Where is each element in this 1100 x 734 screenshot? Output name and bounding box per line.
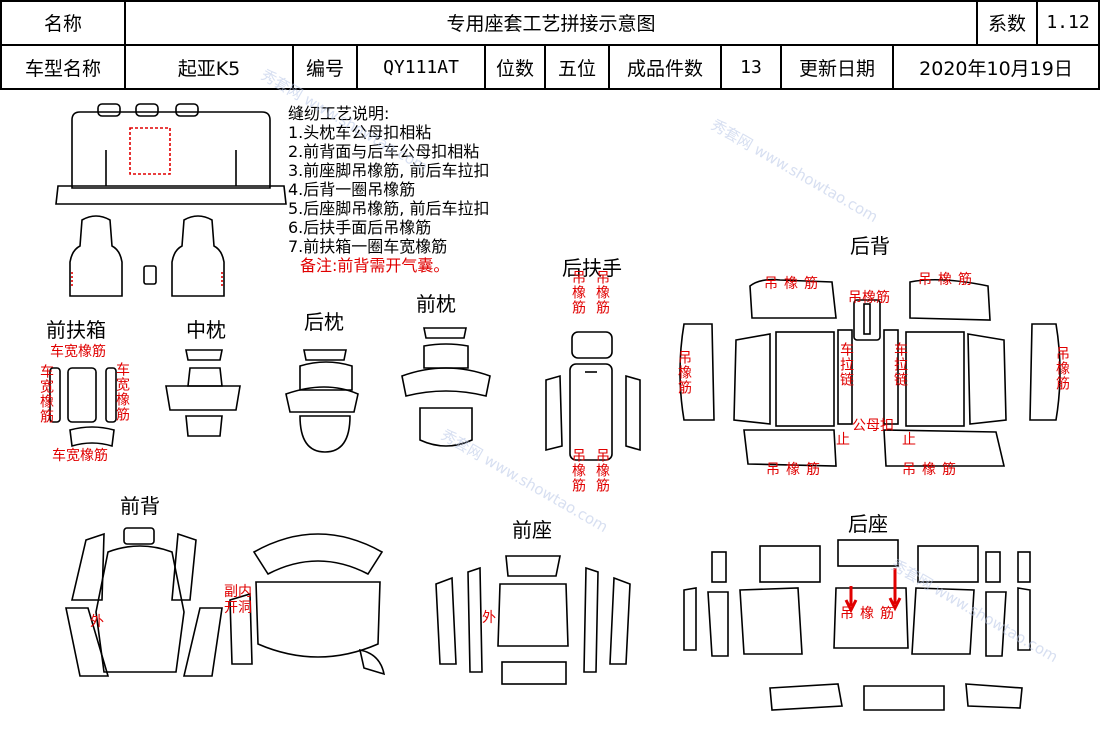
- annotation-stop: 止: [836, 432, 850, 448]
- annotation-hang-elastic: 吊橡筋: [918, 272, 978, 288]
- coef-value: 1.12: [1038, 0, 1100, 45]
- code-label: 编号: [294, 45, 358, 90]
- notes-remark: 备注:前背需开气囊。: [300, 256, 450, 275]
- label-rear-armrest: 后扶手: [562, 256, 622, 280]
- label-front-pillow: 前枕: [416, 292, 456, 316]
- front-seats-overview: [69, 215, 225, 297]
- mid-pillow-pieces: [165, 349, 241, 437]
- front-armbox-pieces: [49, 367, 117, 448]
- code-value: QY111AT: [358, 45, 486, 90]
- annotation-hang-elastic: 吊橡筋: [676, 350, 692, 395]
- annotation-hang-elastic: 吊橡筋: [1054, 346, 1070, 391]
- annotation-hang-elastic: 吊橡筋: [594, 270, 610, 315]
- annotation-hang-elastic: 吊橡筋: [570, 448, 586, 493]
- annotation-snap: 公母扣: [852, 418, 894, 434]
- annotation-wide-elastic: 车宽橡筋: [38, 364, 54, 424]
- name-label: 名称: [0, 0, 126, 45]
- label-rear-seat: 后座: [848, 512, 888, 536]
- sewing-notes: 缝纫工艺说明: 1.头枕车公母扣相粘 2.前背面与后车公母扣相粘 3.前座脚吊橡…: [288, 104, 489, 275]
- annotation-hang-elastic: 吊橡筋: [764, 276, 824, 292]
- label-rear-back: 后背: [850, 234, 890, 258]
- page-title: 专用座套工艺拼接示意图: [126, 0, 978, 45]
- rear-back-pieces: [679, 278, 1061, 467]
- front-pillow-pieces: [401, 327, 491, 447]
- label-mid-pillow: 中枕: [186, 318, 226, 342]
- note-item: 2.前背面与后车公母扣相粘: [288, 142, 480, 161]
- annotation-hang-elastic: 吊橡筋: [902, 462, 962, 478]
- note-item: 6.后扶手面后吊橡筋: [288, 218, 432, 237]
- rear-armrest-pieces: [545, 331, 641, 461]
- annotation-hang-elastic: 吊橡筋: [570, 270, 586, 315]
- label-front-seat: 前座: [512, 518, 552, 542]
- pieces-value: 13: [722, 45, 782, 90]
- rear-pillow-pieces: [285, 349, 359, 453]
- date-label: 更新日期: [782, 45, 894, 90]
- label-front-back: 前背: [120, 494, 160, 518]
- note-item: 7.前扶箱一圈车宽橡筋: [288, 237, 448, 256]
- annotation-zipper: 车拉链: [838, 342, 854, 387]
- annotation-side-airbag: 副内开洞: [224, 584, 252, 616]
- annotation-outer: 外: [482, 610, 496, 626]
- label-rear-pillow: 后枕: [304, 310, 344, 334]
- model-value: 起亚K5: [126, 45, 294, 90]
- header-table: 名称 专用座套工艺拼接示意图 系数 1.12 车型名称 起亚K5 编号 QY11…: [0, 0, 1100, 90]
- date-value: 2020年10月19日: [894, 45, 1100, 90]
- front-seat-pieces: [435, 555, 631, 685]
- pieces-label: 成品件数: [610, 45, 722, 90]
- seats-value: 五位: [546, 45, 610, 90]
- divider: [0, 88, 1100, 90]
- annotation-wide-elastic: 车宽橡筋: [50, 344, 106, 360]
- note-item: 1.头枕车公母扣相粘: [288, 123, 432, 142]
- label-front-armbox: 前扶箱: [46, 318, 106, 342]
- annotation-wide-elastic: 车宽橡筋: [52, 448, 108, 464]
- annotation-hang-elastic: 吊橡筋: [840, 606, 900, 622]
- annotation-hang-elastic: 吊橡筋: [766, 462, 826, 478]
- coef-label: 系数: [978, 0, 1038, 45]
- annotation-zipper: 车拉链: [892, 342, 908, 387]
- model-label: 车型名称: [0, 45, 126, 90]
- notes-title: 缝纫工艺说明:: [288, 104, 390, 123]
- divider: [0, 0, 1100, 2]
- seats-label: 位数: [486, 45, 546, 90]
- annotation-stop: 止: [902, 432, 916, 448]
- front-back-pieces: [65, 527, 386, 677]
- annotation-hang-elastic: 吊橡筋: [848, 290, 890, 306]
- note-item: 4.后背一圈吊橡筋: [288, 180, 416, 199]
- annotation-wide-elastic: 车宽橡筋: [114, 362, 130, 422]
- annotation-hang-elastic: 吊橡筋: [594, 448, 610, 493]
- rear-seat-pieces: [683, 539, 1031, 711]
- annotation-outer: 外: [90, 614, 104, 630]
- divider: [0, 44, 1100, 46]
- note-item: 5.后座脚吊橡筋, 前后车拉扣: [288, 199, 490, 218]
- rear-seat-overview: [55, 103, 287, 205]
- note-item: 3.前座脚吊橡筋, 前后车拉扣: [288, 161, 490, 180]
